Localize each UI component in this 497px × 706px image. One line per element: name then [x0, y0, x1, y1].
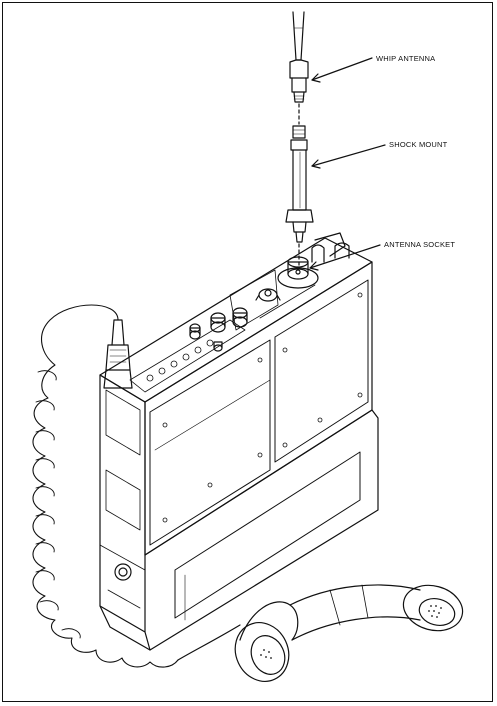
label-whip-antenna: WHIP ANTENNA	[376, 54, 435, 63]
shock-mount-leader	[311, 144, 386, 167]
radio-body	[99, 232, 379, 651]
label-shock-mount: SHOCK MOUNT	[389, 140, 448, 149]
antenna-socket-leader	[309, 244, 381, 269]
whip-antenna-leader	[311, 57, 373, 81]
shock-mount	[285, 125, 314, 243]
handset-connector	[103, 319, 133, 389]
handset-cord	[32, 304, 179, 668]
cord-coils	[35, 370, 81, 639]
speaker-grille	[260, 605, 442, 659]
figure-border	[2, 2, 493, 702]
handset	[234, 584, 464, 682]
whip-antenna	[289, 11, 309, 103]
label-antenna-socket: ANTENNA SOCKET	[384, 240, 455, 249]
